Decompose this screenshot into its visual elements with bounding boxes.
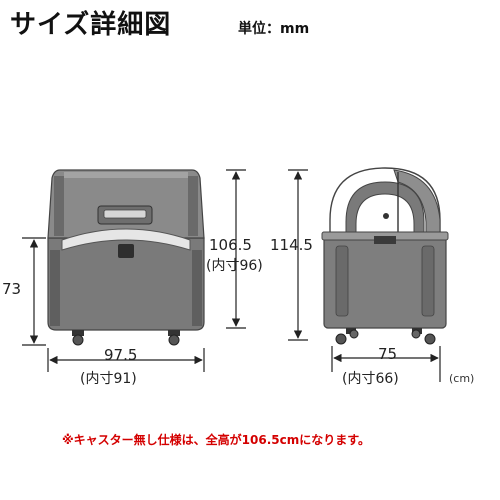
side-view [321, 167, 449, 345]
height-no-caster-dimension [226, 169, 246, 329]
side-caster-left [335, 328, 359, 345]
caster-note: ※キャスター無し仕様は、全高が106.5cmになります。 [62, 433, 371, 447]
front-width-label: 97.5 [104, 346, 138, 364]
total-height-label: 114.5 [270, 236, 313, 254]
side-width-label: 75 [378, 345, 398, 363]
front-height-dimension [22, 237, 46, 346]
front-width-dimension [47, 348, 205, 372]
total-height-dimension [288, 169, 308, 341]
front-caster-left [72, 330, 84, 346]
height-no-caster-label: 106.5 [209, 236, 252, 254]
side-width-dimension [331, 346, 441, 382]
height-no-caster-inner-label: (内寸96) [206, 258, 263, 274]
front-caster-right [168, 330, 180, 346]
unit-label: 単位：mm [238, 21, 310, 37]
side-caster-right [411, 328, 436, 345]
unit-cm-label: (cm) [449, 372, 475, 385]
front-width-inner-label: (内寸91) [80, 371, 137, 387]
page-title: サイズ詳細図 [10, 10, 172, 40]
side-width-inner-label: (内寸66) [342, 371, 399, 387]
front-view [47, 169, 205, 346]
front-height-label: 73 [2, 280, 22, 298]
